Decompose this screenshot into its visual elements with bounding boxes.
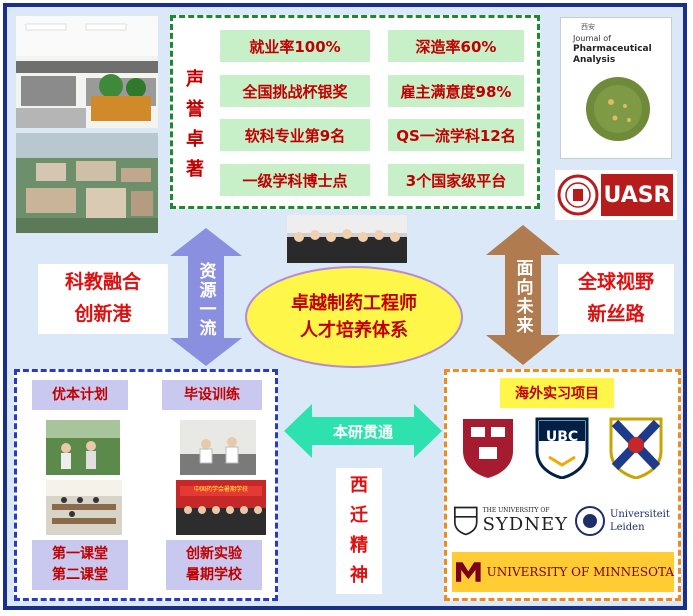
left-highlight-label: 科教融合 创新港 (38, 264, 168, 334)
integration-arrow-label: 本研贯通 (332, 423, 393, 441)
lab-training-photo (180, 420, 256, 475)
leiden-line2: Leiden (610, 522, 645, 533)
sydney-logo: THE UNIVERSITY OF SYDNEY (452, 496, 568, 546)
stat-cell: 全国挑战杯银奖 (220, 75, 370, 107)
ubc-shield-icon (535, 417, 589, 479)
program-label-innovation: 创新实验 暑期学校 (166, 540, 262, 590)
center-title-line2: 人才培养体系 (300, 320, 408, 341)
stat-cell: QS一流学科12名 (388, 119, 524, 151)
uasr-seal-icon (557, 174, 599, 216)
ubc-logo: UBC (530, 416, 594, 480)
leiden-line1: Universiteit (610, 509, 670, 520)
minnesota-m-icon (456, 562, 481, 582)
future-arrow-label: 面向未来 (512, 259, 533, 335)
program-label-youben: 优本计划 (32, 380, 128, 410)
sydney-crest-icon (454, 506, 478, 536)
innovation-line1: 创新实验 (186, 546, 242, 562)
journal-title-line1: Journal of (573, 34, 611, 43)
journal-cover: 西安 Journal of Pharmaceutical Analysis (560, 17, 672, 159)
westward-char: 神 (350, 565, 368, 586)
right-label-line2: 新丝路 (587, 303, 645, 325)
journal-publisher: 西安 (581, 23, 595, 31)
sydney-pre: THE UNIVERSITY OF (482, 507, 550, 514)
uasr-text: UASR (601, 174, 673, 216)
summer-school-photo: 中国药学会暑期学校 (176, 480, 266, 535)
graduation-group-photo (287, 215, 407, 263)
stat-cell: 一级学科博士点 (220, 164, 370, 196)
uasr-logo: UASR (555, 170, 677, 220)
journal-title-line3: Analysis (573, 55, 616, 65)
right-label-line1: 全球视野 (577, 271, 654, 293)
westward-char: 迁 (350, 505, 368, 526)
reputation-vertical-label: 声 誉 卓 著 (180, 60, 210, 190)
saltire-shield-icon (609, 417, 663, 479)
reputation-char: 誉 (186, 99, 204, 120)
field-trip-photo (46, 420, 120, 475)
resource-arrow (170, 228, 242, 366)
stat-cell: 软科专业第9名 (220, 119, 370, 151)
leiden-logo: Universiteit Leiden (574, 496, 674, 546)
classroom-line1: 第一课堂 (52, 546, 108, 562)
harvard-logo (456, 416, 520, 480)
journal-cover-art (586, 77, 650, 141)
program-label-classroom: 第一课堂 第二课堂 (32, 540, 128, 590)
leiden-seal-icon (575, 506, 605, 536)
center-title-line1: 卓越制药工程师 (291, 293, 417, 314)
westward-char: 精 (350, 535, 368, 556)
resource-arrow-label: 资源一流 (195, 262, 216, 338)
left-label-line2: 创新港 (74, 303, 132, 325)
reputation-char: 声 (186, 69, 204, 90)
lab-photo (16, 16, 158, 128)
westward-char: 西 (350, 475, 368, 496)
harvard-shield-icon (463, 419, 513, 478)
center-title: 卓越制药工程师 人才培养体系 (244, 290, 464, 344)
sydney-name: SYDNEY (482, 514, 568, 535)
classroom-line2: 第二课堂 (52, 567, 108, 583)
stat-cell: 深造率60% (388, 30, 524, 62)
uk-university-logo (604, 416, 668, 480)
program-label-bishe: 毕设训练 (162, 380, 262, 410)
right-highlight-label: 全球视野 新丝路 (558, 264, 674, 334)
future-arrow (486, 225, 560, 365)
minnesota-logo: UNIVERSITY OF MINNESOTA (452, 552, 674, 592)
summer-school-banner-text: 中国药学会暑期学校 (193, 486, 248, 493)
sydney-text: THE UNIVERSITY OF SYDNEY (483, 507, 568, 535)
stat-cell: 3个国家级平台 (388, 164, 524, 196)
innovation-line2: 暑期学校 (186, 567, 242, 583)
integration-arrow (284, 404, 442, 458)
leiden-text: Universiteit Leiden (610, 508, 670, 534)
stat-cell: 就业率100% (220, 30, 370, 62)
classroom-photo (46, 480, 122, 535)
campus-aerial-photo (16, 133, 158, 233)
journal-title-line2: Pharmaceutical (573, 44, 652, 54)
left-label-line1: 科教融合 (64, 271, 141, 293)
minnesota-text: UNIVERSITY OF MINNESOTA (486, 565, 674, 579)
stat-cell: 雇主满意度98% (388, 75, 524, 107)
ubc-text: UBC (545, 429, 579, 445)
center-ellipse (245, 266, 463, 368)
overseas-program-title: 海外实习项目 (500, 378, 614, 408)
westward-spirit-label: 西 迁 精 神 (336, 468, 382, 594)
reputation-char: 卓 (186, 129, 204, 150)
reputation-char: 著 (186, 159, 204, 180)
